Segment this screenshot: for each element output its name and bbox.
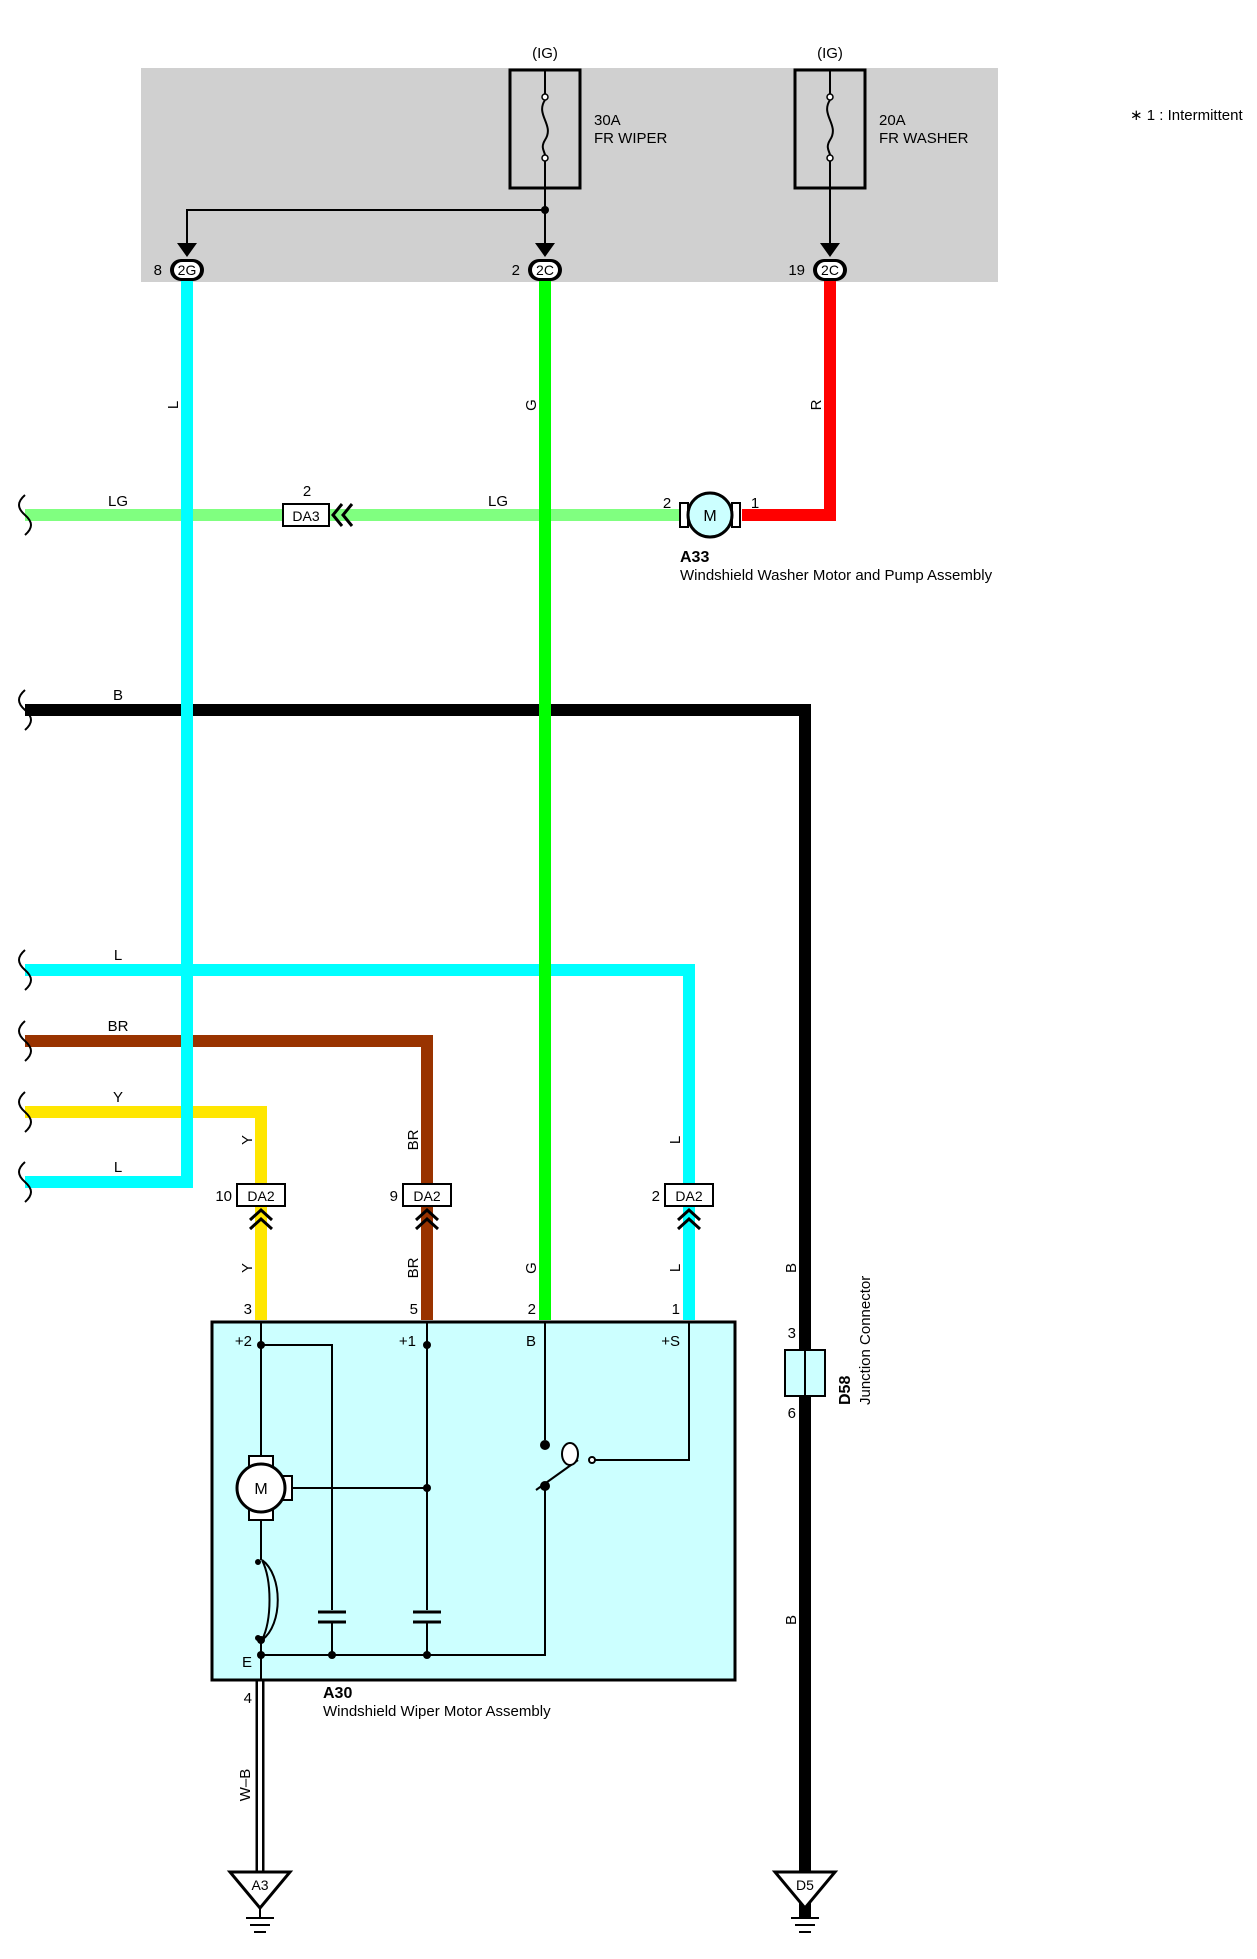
connector-code: 2C xyxy=(536,262,554,278)
ground-code: A3 xyxy=(251,1877,268,1893)
connector-code: DA2 xyxy=(247,1188,274,1204)
component-id: D58 xyxy=(837,1376,854,1405)
wire-label-g: G xyxy=(523,1262,540,1274)
wire-label-b: B xyxy=(783,1615,800,1625)
wire-label-br: BR xyxy=(405,1129,422,1150)
block-internal-wiring xyxy=(186,188,831,245)
wiper-motor-icon: M xyxy=(235,1455,293,1521)
connector-da3: 2 DA3 xyxy=(282,483,354,527)
wire-r xyxy=(742,280,836,521)
wiper-terminal: +1 xyxy=(399,1333,416,1350)
wire-label-l: L xyxy=(667,1136,684,1144)
wire-label-lg: LG xyxy=(488,493,508,510)
fuse-supply: (IG) xyxy=(532,45,558,62)
ground-a3: A3 xyxy=(226,1870,294,1933)
washer-motor-pin: 2 xyxy=(663,495,671,512)
ground-icon xyxy=(246,1908,274,1933)
connector-2c-wiper: 2 2C xyxy=(512,259,562,281)
wiper-pin: 5 xyxy=(410,1301,418,1318)
capacitor-icon xyxy=(318,1610,441,1624)
motor-icon xyxy=(686,491,734,539)
connector-code: DA2 xyxy=(675,1188,702,1204)
motor-symbol: M xyxy=(703,508,716,525)
connector-da2-pin2: 2 DA2 xyxy=(652,1183,714,1231)
wire-l xyxy=(25,280,193,1188)
connector-pin: 8 xyxy=(154,262,162,279)
connector-da2-pin9: 9 DA2 xyxy=(390,1183,452,1231)
connector-pin: 9 xyxy=(390,1188,398,1205)
wire-label-w-b: W–B xyxy=(237,1769,254,1802)
junction-block xyxy=(141,68,998,282)
fuse-name: FR WASHER xyxy=(879,130,969,147)
connector-pin: 2 xyxy=(512,262,520,279)
wire-label-r: R xyxy=(808,399,825,410)
wire-b xyxy=(25,704,811,1918)
wire-labels: L G R LG LG B L BR Y L Y BR L Y BR G L B… xyxy=(108,399,825,1801)
wiper-terminal: E xyxy=(242,1654,252,1671)
connector-2g: 8 2G xyxy=(154,259,204,281)
connector-code: 2G xyxy=(178,262,197,278)
washer-motor-a33: 2 1 M A33 Windshield Washer Motor and Pu… xyxy=(663,491,993,584)
connector-code: DA3 xyxy=(292,508,319,524)
connector-pin: 10 xyxy=(215,1188,232,1205)
connector-pin: 2 xyxy=(652,1188,660,1205)
connector-pin: 19 xyxy=(788,262,805,279)
wire-label-l: L xyxy=(114,1159,122,1176)
wiper-pin: 2 xyxy=(528,1301,536,1318)
component-id: A30 xyxy=(323,1685,352,1702)
intermittent-note: ∗ 1 : Intermittent xyxy=(1130,107,1243,124)
wire-label-y: Y xyxy=(239,1263,256,1273)
wire-label-y: Y xyxy=(239,1135,256,1145)
wire-y xyxy=(25,1106,267,1320)
fuse-name: FR WIPER xyxy=(594,130,667,147)
connector-2c-washer: 19 2C xyxy=(788,259,847,281)
junction-connector-d58: 3 6 D58 Junction Connector xyxy=(784,1276,874,1422)
ground-icon xyxy=(791,1908,819,1933)
junction-pin: 3 xyxy=(788,1325,796,1342)
junction-pin: 6 xyxy=(788,1405,796,1422)
component-name: Windshield Washer Motor and Pump Assembl… xyxy=(680,567,993,584)
wire-label-y: Y xyxy=(113,1089,123,1106)
connector-code: DA2 xyxy=(413,1188,440,1204)
wire-br xyxy=(25,1035,433,1320)
fuse-fr-wiper: (IG) 30A FR WIPER xyxy=(508,45,667,190)
wiper-terminal: +S xyxy=(661,1333,680,1350)
wire-label-g: G xyxy=(523,399,540,411)
connector-da2-pin10: 10 DA2 xyxy=(215,1183,286,1231)
wiper-terminal: B xyxy=(526,1333,536,1350)
wiper-motor-a30: 3 5 2 1 4 +2 +1 B +S E xyxy=(210,1301,737,1720)
arrow-icon xyxy=(177,243,840,257)
connector-code: 2C xyxy=(821,262,839,278)
breaker-icon xyxy=(255,1559,279,1641)
wire-label-l: L xyxy=(667,1264,684,1272)
wire-label-b: B xyxy=(783,1263,800,1273)
wire-label-br: BR xyxy=(108,1018,129,1035)
component-name: Windshield Wiper Motor Assembly xyxy=(323,1703,551,1720)
wiper-pin: 1 xyxy=(672,1301,680,1318)
wiper-pin: 4 xyxy=(244,1690,252,1707)
component-id: A33 xyxy=(680,549,709,566)
wire-label-l: L xyxy=(165,401,182,409)
wire-label-lg: LG xyxy=(108,493,128,510)
fuse-rating: 20A xyxy=(879,112,906,129)
wire-label-l: L xyxy=(114,947,122,964)
fuse-supply: (IG) xyxy=(817,45,843,62)
connector-pin: 2 xyxy=(303,483,311,500)
wiper-pin: 3 xyxy=(244,1301,252,1318)
splice-dot xyxy=(541,206,549,214)
wire-label-b: B xyxy=(113,687,123,704)
fuse-rating: 30A xyxy=(594,112,621,129)
motor-symbol: M xyxy=(254,1481,267,1498)
ground-code: D5 xyxy=(796,1877,814,1893)
cam-switch-icon xyxy=(535,1440,596,1491)
wiper-terminal: +2 xyxy=(235,1333,252,1350)
component-name: Junction Connector xyxy=(857,1276,874,1405)
washer-motor-pin: 1 xyxy=(751,495,759,512)
wire-label-br: BR xyxy=(405,1257,422,1278)
harness-break-icons xyxy=(18,494,32,1203)
internal-circuit xyxy=(260,1322,690,1680)
ground-d5: D5 xyxy=(771,1870,839,1933)
